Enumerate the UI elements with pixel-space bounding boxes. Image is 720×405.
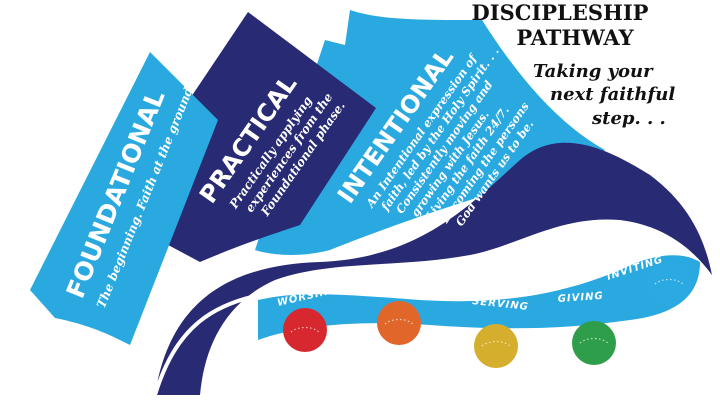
intentional-panel: [255, 10, 605, 255]
step-circle-serving: [474, 324, 518, 368]
step-circle-inviting: [647, 261, 691, 305]
white-swoosh: [153, 290, 281, 396]
pathway-title-line1: DISCIPLESHIP: [472, 0, 649, 25]
foundational-panel: [30, 52, 218, 345]
tagline-line2: next faithful: [550, 84, 675, 105]
tagline-line3: step. . .: [591, 108, 666, 129]
navy-wave: [155, 142, 712, 395]
blue-ribbon: [258, 255, 700, 340]
step-circle-giving: [572, 321, 616, 365]
step-label-giving: GIVING: [557, 291, 604, 305]
step-circle-worshiping: [283, 308, 327, 352]
tagline-line1: Taking your: [533, 61, 654, 82]
pathway-title-line2: PATHWAY: [516, 25, 634, 50]
step-circle-growing: [377, 301, 421, 345]
step-label-growing: GROWING: [376, 278, 439, 289]
